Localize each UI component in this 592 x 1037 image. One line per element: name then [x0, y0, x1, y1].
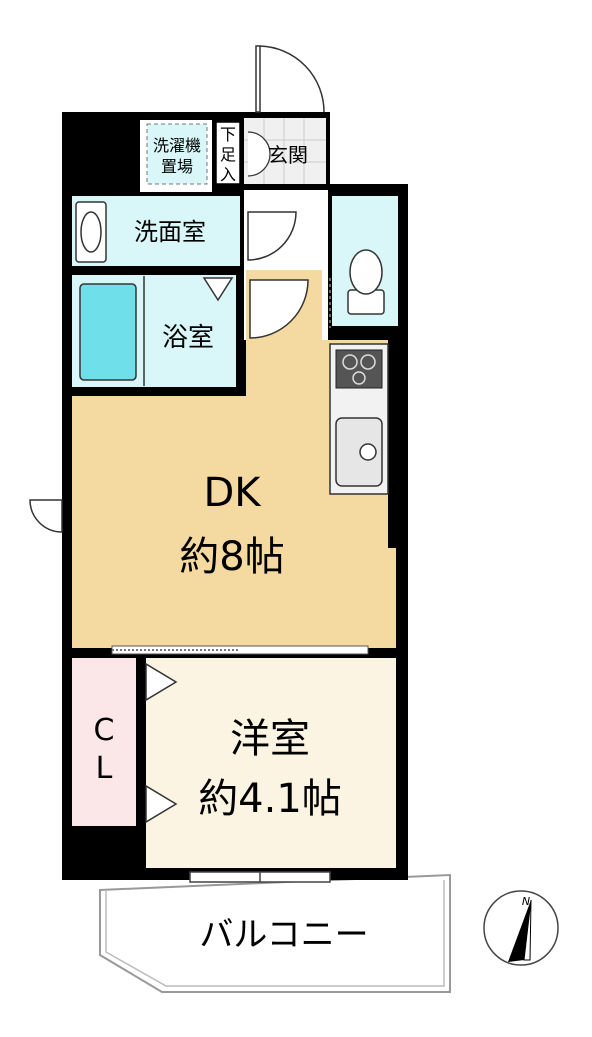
kitchen-sink-drain — [359, 443, 377, 461]
laundry-label-line1: 洗濯機 — [153, 136, 201, 155]
dk-door-swing — [249, 279, 309, 339]
washroom-label: 洗面室 — [134, 218, 206, 246]
outer-notch — [330, 112, 410, 184]
shoe-box-char-3: 入 — [220, 165, 236, 184]
laundry-label-line2: 置場 — [161, 157, 193, 176]
laundry-dashed-box — [146, 123, 208, 185]
closet-door-upper — [145, 662, 178, 702]
toilet-bowl — [349, 249, 383, 295]
entrance-door-swing — [259, 45, 325, 113]
compass-north-label: N — [522, 895, 530, 908]
closet-label-line2: L — [96, 751, 113, 786]
kitchen-sink — [335, 417, 383, 487]
balcony-label: バルコニー — [199, 915, 368, 955]
stove-burners — [342, 354, 376, 385]
western-name: 洋室 — [230, 716, 310, 762]
shoe-box — [215, 121, 241, 185]
western-size: 約4.1帖 — [198, 776, 342, 822]
compass: N — [483, 890, 559, 966]
balcony-inner-rail — [105, 880, 445, 987]
bathtub — [79, 283, 137, 381]
shoe-box-char-1: 下 — [220, 125, 236, 144]
closet-label-line1: C — [94, 713, 115, 748]
stove — [335, 349, 383, 389]
closet-door-lower — [145, 784, 178, 824]
washroom-door-swing — [247, 211, 297, 261]
compass-needle-light — [523, 899, 532, 961]
entrance-inner-swing — [247, 131, 271, 177]
bathroom-label: 浴室 — [162, 323, 214, 353]
entrance-label: 玄関 — [268, 143, 308, 167]
dk-west-door-swing — [29, 499, 63, 533]
entrance-door-leaf — [255, 45, 261, 113]
bathroom-door-marker — [202, 277, 234, 302]
dk-name: DK — [203, 470, 262, 516]
dk-floor — [72, 270, 396, 648]
western-floor — [146, 658, 396, 868]
dk-size: 約8帖 — [179, 534, 284, 580]
washbasin-bowl — [80, 211, 102, 253]
shoe-box-char-2: 足 — [220, 145, 236, 164]
closet-floor — [72, 658, 136, 826]
